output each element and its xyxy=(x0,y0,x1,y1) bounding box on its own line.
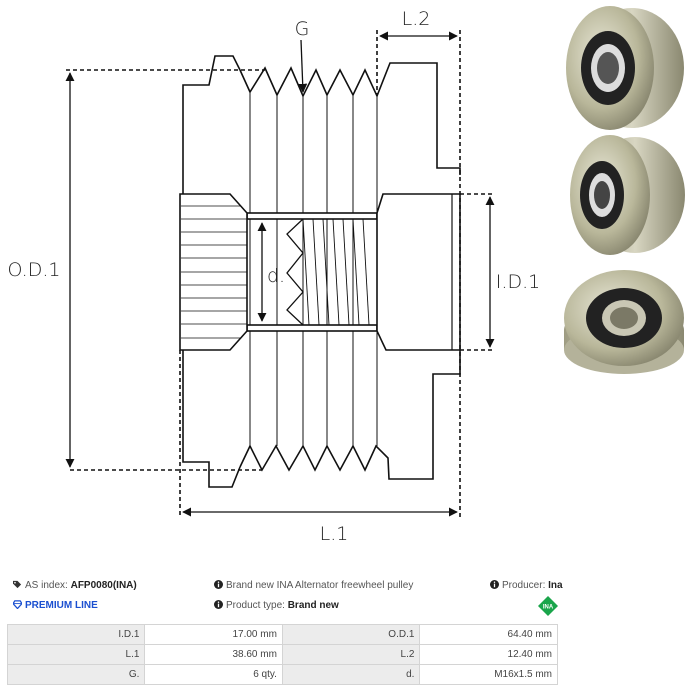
table-row: L.1 38.60 mm L.2 12.40 mm xyxy=(6,644,558,665)
spec-label: G. xyxy=(6,664,146,685)
product-type: Product type: Brand new xyxy=(214,600,339,611)
l2-label: L.2 xyxy=(402,8,431,30)
l1-label: L.1 xyxy=(320,523,349,545)
diamond-icon xyxy=(13,600,22,609)
spec-value: 17.00 mm xyxy=(144,624,283,645)
bore-bottom-wall xyxy=(246,324,378,332)
spec-table: I.D.1 17.00 mm O.D.1 64.40 mm L.1 38.60 … xyxy=(6,624,558,685)
table-row: I.D.1 17.00 mm O.D.1 64.40 mm xyxy=(6,624,558,645)
product-type-value: Brand new xyxy=(287,600,339,611)
groove-pointer-arrow xyxy=(298,39,308,93)
thread-label: d. xyxy=(267,265,285,287)
spec-value: 6 qty. xyxy=(144,664,283,685)
spec-label: O.D.1 xyxy=(281,624,421,645)
id-label: I.D.1 xyxy=(496,271,540,293)
as-index-value: AFP0080(INA) xyxy=(70,580,137,591)
info-icon xyxy=(490,580,499,589)
as-index-label: AS index: xyxy=(25,580,68,591)
spec-label: L.1 xyxy=(6,644,146,665)
groove-label: G xyxy=(295,18,310,40)
pulley-photo-side-angle xyxy=(570,135,685,255)
spec-value: 38.60 mm xyxy=(144,644,283,665)
thread-profile xyxy=(286,218,304,326)
producer-value: Ina xyxy=(548,580,563,591)
as-index: AS index: AFP0080(INA) xyxy=(13,580,137,591)
tag-icon xyxy=(13,580,22,589)
bore-top-wall xyxy=(246,212,378,220)
right-hub xyxy=(376,193,461,351)
top-grooves xyxy=(239,62,461,175)
bottom-grooves xyxy=(239,350,461,480)
pulley-technical-drawing: G L.2 O.D.1 I.D.1 d. L.1 xyxy=(8,8,541,545)
spec-label: d. xyxy=(281,664,421,685)
premium-line-badge: PREMIUM LINE xyxy=(13,600,98,611)
spec-value: 12.40 mm xyxy=(419,644,558,665)
info-icon xyxy=(214,600,223,609)
product-type-label: Product type: xyxy=(226,600,285,611)
table-row: G. 6 qty. d. M16x1.5 mm xyxy=(6,664,558,685)
left-flange-bottom xyxy=(182,350,241,488)
spec-value: 64.40 mm xyxy=(419,624,558,645)
ina-brand-logo: INA xyxy=(538,596,558,616)
description-text: Brand new INA Alternator freewheel pulle… xyxy=(226,580,414,591)
spec-label: I.D.1 xyxy=(6,624,146,645)
left-flange xyxy=(182,55,241,195)
producer-label: Producer: xyxy=(502,580,546,591)
product-photos xyxy=(564,6,685,374)
spec-value: M16x1.5 mm xyxy=(419,664,558,685)
od-label: O.D.1 xyxy=(8,259,61,281)
producer: Producer: Ina xyxy=(490,580,563,591)
premium-line-label: PREMIUM LINE xyxy=(25,600,98,611)
pulley-photo-front-angle xyxy=(566,6,684,130)
spec-label: L.2 xyxy=(281,644,421,665)
pulley-photo-rear-angle xyxy=(564,270,684,374)
product-description: Brand new INA Alternator freewheel pulle… xyxy=(214,580,413,591)
ina-logo-text: INA xyxy=(543,605,554,611)
info-icon xyxy=(214,580,223,589)
